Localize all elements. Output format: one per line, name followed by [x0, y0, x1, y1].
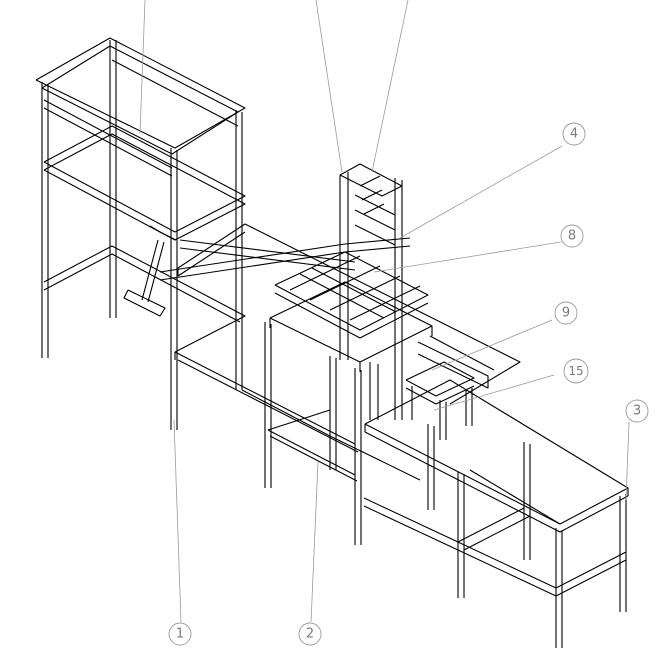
- small-stand: [405, 335, 495, 440]
- balloon-9-label: 8: [568, 229, 576, 244]
- balloon-8: 9: [554, 301, 578, 325]
- balloon-1-label: 1: [176, 627, 184, 642]
- balloon-4: 4: [562, 122, 586, 146]
- balloon-4-label: 4: [570, 127, 578, 142]
- balloon-2-label: 2: [306, 627, 314, 642]
- long-table-frame: [174, 223, 521, 545]
- balloon-8-label: 9: [562, 306, 570, 321]
- right-table-frame: [363, 379, 629, 648]
- balloon-3-label: 3: [633, 404, 641, 419]
- balloon-2: 2: [298, 622, 322, 646]
- leader-lines: [139, 0, 630, 623]
- balloon-9: 8: [560, 224, 584, 248]
- press-assembly: [123, 163, 433, 420]
- balloon-15-label: 15: [568, 364, 583, 378]
- balloon-15: 15: [563, 358, 589, 384]
- tall-rack-frame: [35, 37, 246, 430]
- balloon-1: 1: [168, 622, 192, 646]
- balloon-3: 3: [625, 399, 649, 423]
